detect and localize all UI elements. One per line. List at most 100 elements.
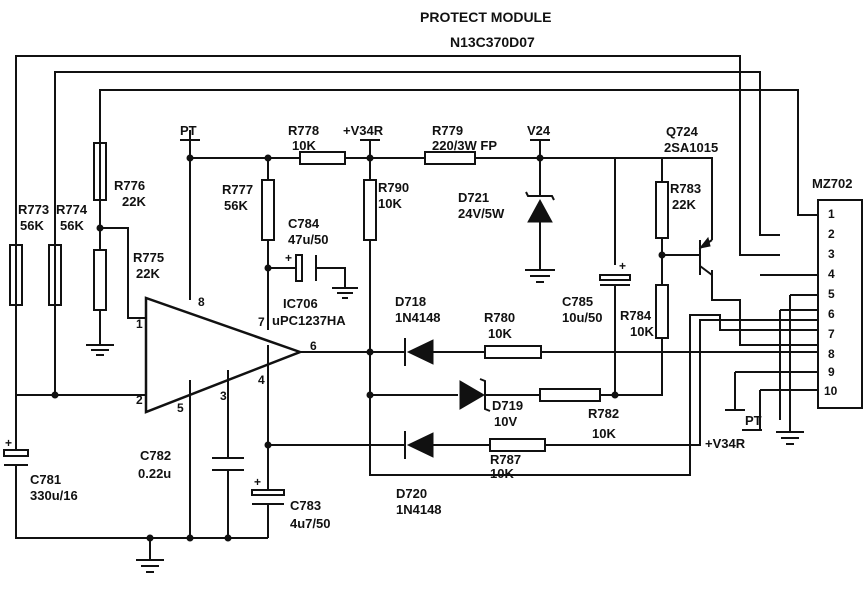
r777-ref: R777 (222, 182, 253, 197)
net-pt: PT (180, 123, 197, 138)
ground-icon (332, 287, 358, 299)
d718-ref: D718 (395, 294, 426, 309)
r773-value: 56K (20, 218, 44, 233)
capacitor-c783: + (251, 475, 285, 505)
ic-pin-7: 7 (258, 315, 265, 329)
diodes (404, 191, 555, 459)
schematic-subtitle: N13C370D07 (450, 34, 535, 50)
r774-ref: R774 (56, 202, 88, 217)
r790-value: 10K (378, 196, 402, 211)
r775-ref: R775 (133, 250, 164, 265)
c781-ref: C781 (30, 472, 61, 487)
resistor-r775 (93, 249, 107, 311)
labels: MZ702 1 2 3 4 5 6 7 8 9 10 IC706 uPC1237… (18, 123, 852, 531)
ground-symbols (86, 269, 804, 573)
r775-value: 22K (136, 266, 160, 281)
ic706-part: uPC1237HA (272, 313, 346, 328)
diode-d720 (404, 431, 434, 459)
r787-ref: R787 (490, 452, 521, 467)
c785-value: 10u/50 (562, 310, 602, 325)
ic706-ref: IC706 (283, 296, 318, 311)
ic-pin-3: 3 (220, 389, 227, 403)
capacitor-c781: + (3, 436, 29, 466)
resistor-r782 (539, 388, 601, 402)
ground-icon (525, 269, 555, 283)
r776-value: 22K (122, 194, 146, 209)
r784-value: 10K (630, 324, 654, 339)
capacitor-c784: + (285, 251, 317, 282)
connector-pin-label: 2 (828, 227, 835, 241)
resistor-r776 (93, 142, 107, 201)
resistor-r783 (655, 181, 669, 239)
c782-ref: C782 (140, 448, 171, 463)
d721-value: 24V/5W (458, 206, 505, 221)
svg-text:+: + (285, 251, 292, 265)
ic706-opamp (144, 296, 304, 414)
r790-ref: R790 (378, 180, 409, 195)
r783-value: 22K (672, 197, 696, 212)
ground-icon (136, 559, 164, 573)
svg-text:+: + (254, 475, 261, 489)
r787-value: 10K (490, 466, 514, 481)
c783-value: 4u7/50 (290, 516, 330, 531)
connector-pin-label: 8 (828, 347, 835, 361)
net-v34r: +V34R (343, 123, 384, 138)
r782-value: 10K (592, 426, 616, 441)
capacitor-c782 (212, 457, 244, 471)
ground-icon (776, 431, 804, 445)
resistor-r773 (9, 244, 23, 306)
q724-value: 2SA1015 (664, 140, 718, 155)
capacitor-c785: + (599, 259, 631, 286)
c783-ref: C783 (290, 498, 321, 513)
r782-ref: R782 (588, 406, 619, 421)
r778-ref: R778 (288, 123, 319, 138)
connector-pin-label: 5 (828, 287, 835, 301)
r784-ref: R784 (620, 308, 652, 323)
d721-ref: D721 (458, 190, 489, 205)
transistor-q724 (698, 236, 713, 276)
connector-mz702 (817, 199, 863, 409)
c785-ref: C785 (562, 294, 593, 309)
resistor-r784 (655, 284, 669, 339)
r779-ref: R779 (432, 123, 463, 138)
r780-ref: R780 (484, 310, 515, 325)
resistor-r790 (363, 179, 377, 241)
q724-ref: Q724 (666, 124, 699, 139)
d719-ref: D719 (492, 398, 523, 413)
net-pt-connector: PT (745, 413, 762, 428)
d719-value: 10V (494, 414, 517, 429)
r773-ref: R773 (18, 202, 49, 217)
r779-value: 220/3W FP (432, 138, 497, 153)
zener-d719 (459, 378, 491, 412)
resistor-r787 (489, 438, 546, 452)
r783-ref: R783 (670, 181, 701, 196)
c781-value: 330u/16 (30, 488, 78, 503)
c784-value: 47u/50 (288, 232, 328, 247)
resistor-r777 (261, 179, 275, 241)
net-v34r-connector: +V34R (705, 436, 746, 451)
schematic-title: PROTECT MODULE (420, 9, 551, 25)
ground-icon (86, 344, 114, 356)
r778-value: 10K (292, 138, 316, 153)
net-v24: V24 (527, 123, 551, 138)
svg-text:+: + (5, 436, 12, 450)
supply-bars (180, 130, 762, 431)
capacitors: + + + + (3, 251, 631, 505)
connector-pin-label: 3 (828, 247, 835, 261)
connector-name: MZ702 (812, 176, 852, 191)
connector-pin-label: 1 (828, 207, 835, 221)
r774-value: 56K (60, 218, 84, 233)
r780-value: 10K (488, 326, 512, 341)
ic-pin-6: 6 (310, 339, 317, 353)
ic-pin-8: 8 (198, 295, 205, 309)
resistor-r780 (484, 345, 542, 359)
diode-d718 (404, 338, 434, 366)
resistors (9, 142, 669, 452)
d718-value: 1N4148 (395, 310, 441, 325)
ic-pin-4: 4 (258, 373, 265, 387)
resistor-r778 (299, 151, 346, 165)
d720-value: 1N4148 (396, 502, 442, 517)
c784-ref: C784 (288, 216, 320, 231)
